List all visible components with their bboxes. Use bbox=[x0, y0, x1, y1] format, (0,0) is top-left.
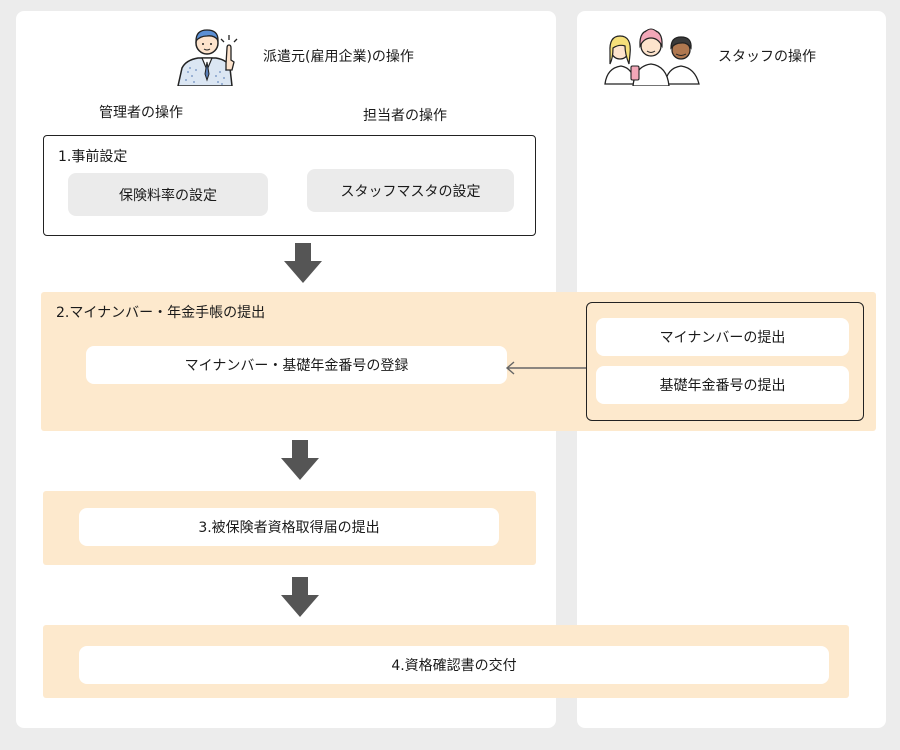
issue-qualification-certificate-button[interactable]: 4.資格確認書の交付 bbox=[79, 646, 829, 684]
down-arrow-icon bbox=[283, 243, 323, 283]
submit-pension-number-button[interactable]: 基礎年金番号の提出 bbox=[596, 366, 849, 404]
step2-title: 2.マイナンバー・年金手帳の提出 bbox=[56, 305, 266, 321]
submit-mynumber-button[interactable]: マイナンバーの提出 bbox=[596, 318, 849, 356]
staff-group-icon bbox=[603, 24, 701, 87]
down-arrow-icon bbox=[280, 440, 320, 480]
step1-title: 1.事前設定 bbox=[58, 149, 128, 165]
dispatch-operations-label: 派遣元(雇用企業)の操作 bbox=[263, 49, 414, 65]
person-in-charge-operations-label: 担当者の操作 bbox=[363, 108, 447, 124]
register-mynumber-pension-button[interactable]: マイナンバー・基礎年金番号の登録 bbox=[86, 346, 507, 384]
staff-master-setting-button[interactable]: スタッフマスタの設定 bbox=[307, 169, 514, 212]
businessman-pointing-icon bbox=[174, 24, 240, 87]
staff-operations-label: スタッフの操作 bbox=[718, 49, 816, 65]
submit-insured-qualification-button[interactable]: 3.被保険者資格取得届の提出 bbox=[79, 508, 499, 546]
left-arrow-icon bbox=[505, 360, 588, 375]
down-arrow-icon bbox=[280, 577, 320, 617]
insurance-rate-setting-button[interactable]: 保険料率の設定 bbox=[68, 173, 268, 216]
admin-operations-label: 管理者の操作 bbox=[99, 105, 183, 121]
